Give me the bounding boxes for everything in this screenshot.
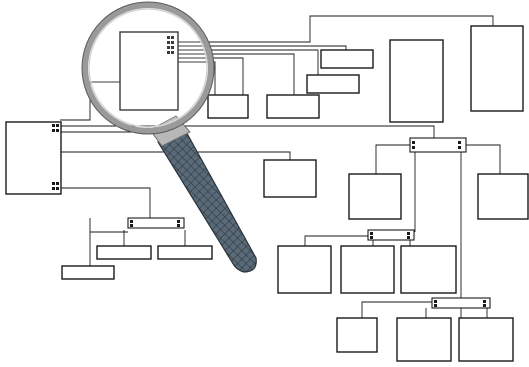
- device-left-server: [5, 121, 62, 195]
- ports: [52, 36, 486, 307]
- device-top-mid-1: [207, 94, 249, 119]
- device-top-mid-2: [266, 94, 320, 119]
- magnifier-outline: [81, 1, 215, 135]
- device-center: [263, 159, 317, 198]
- device-mid-c: [400, 245, 457, 294]
- device-left-a: [96, 245, 152, 260]
- device-top-mid-4: [306, 74, 360, 94]
- switch-left: [127, 217, 185, 229]
- switch-right-top: [409, 137, 467, 153]
- devices: [5, 25, 529, 362]
- switch-right-mid: [367, 229, 415, 241]
- device-mid-a: [277, 245, 332, 294]
- device-top-right-1: [389, 39, 444, 123]
- switch-right-bottom: [431, 297, 491, 309]
- device-top-right-2: [470, 25, 524, 112]
- device-left-b: [157, 245, 213, 260]
- magnifying-glass-icon: [81, 1, 257, 273]
- device-right-b: [477, 173, 529, 220]
- device-bottom-a: [336, 317, 378, 353]
- magnifier-handle: [157, 127, 257, 273]
- device-bottom-b: [396, 317, 452, 362]
- device-top-left: [119, 31, 179, 111]
- device-left-c: [61, 265, 115, 280]
- device-right-a: [348, 173, 402, 220]
- device-top-mid-3: [320, 49, 374, 69]
- device-mid-b: [340, 245, 395, 294]
- switches: [127, 137, 491, 309]
- device-bottom-c: [458, 317, 514, 362]
